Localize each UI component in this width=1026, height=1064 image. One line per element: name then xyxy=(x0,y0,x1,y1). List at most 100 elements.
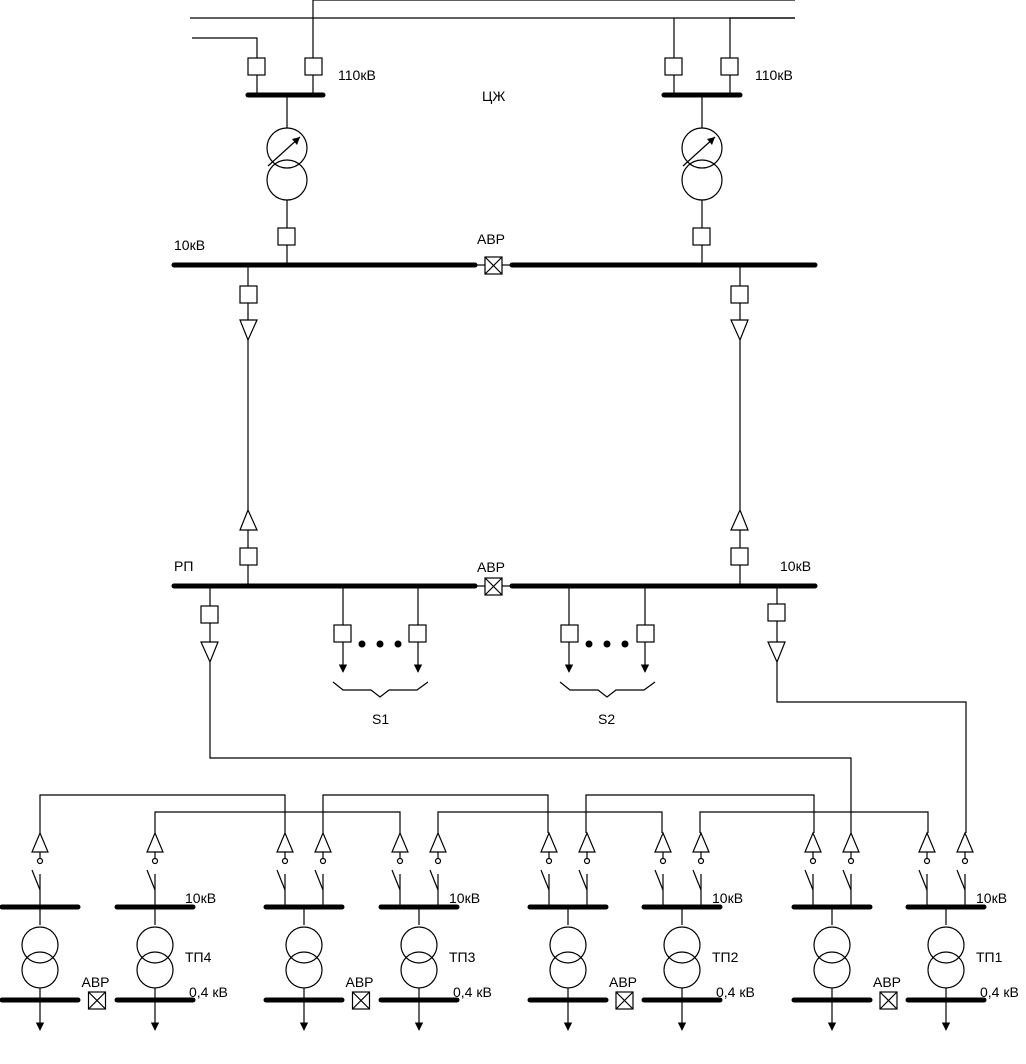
transformer-icon[interactable] xyxy=(136,926,174,964)
substation-section xyxy=(114,831,196,1031)
breaker[interactable] xyxy=(200,605,219,624)
avr-breaker[interactable] xyxy=(879,991,898,1010)
main-transformer-left[interactable] xyxy=(266,95,308,265)
disconnector-icon[interactable] xyxy=(842,869,852,891)
substation-section xyxy=(791,831,873,1031)
disconnector-icon[interactable] xyxy=(391,869,401,891)
earthing-icon xyxy=(396,857,404,865)
voltage-label-10kv: 10кВ xyxy=(712,890,743,906)
feeder-cable-right xyxy=(730,265,749,586)
disconnector-icon[interactable] xyxy=(146,869,156,891)
cable-end-icon xyxy=(918,831,936,853)
transformer-icon[interactable] xyxy=(285,926,323,964)
avr-label-rp: АВР xyxy=(477,559,505,575)
breaker[interactable] xyxy=(730,547,749,566)
main-bus-10kv: 10кВ АВР xyxy=(171,231,818,275)
voltage-label-04kv: 0,4 кВ xyxy=(189,984,228,1000)
breaker[interactable] xyxy=(767,603,786,622)
breaker[interactable] xyxy=(636,624,655,643)
breaker[interactable] xyxy=(239,547,258,566)
incoming-lines-110kv xyxy=(190,0,795,58)
cable-end-icon xyxy=(31,831,49,853)
avr-label: АВР xyxy=(82,974,110,990)
breaker[interactable] xyxy=(692,227,711,246)
voltage-label-10-rp: 10кВ xyxy=(780,558,811,574)
disconnector-icon[interactable] xyxy=(692,869,702,891)
substation-section xyxy=(527,831,609,1031)
substation: АВР 10кВ ТП1 0,4 кВ xyxy=(791,831,1019,1031)
cable-end-icon xyxy=(956,831,974,853)
voltage-label-04kv: 0,4 кВ xyxy=(980,984,1019,1000)
cable-end-icon xyxy=(391,831,409,853)
avr-breaker[interactable] xyxy=(351,991,371,1010)
avr-breaker-main[interactable] xyxy=(484,256,503,275)
load-group-s1: S1 xyxy=(332,586,429,727)
voltage-label-04kv: 0,4 кВ xyxy=(453,984,492,1000)
transformer-icon[interactable] xyxy=(400,926,438,964)
voltage-label-10kv: 10кВ xyxy=(976,890,1007,906)
cable-end-icon xyxy=(146,831,164,853)
cable-end-icon xyxy=(239,508,258,531)
transformer-icon[interactable] xyxy=(813,926,851,964)
cable-end-icon xyxy=(239,319,258,342)
load-group-label: S1 xyxy=(372,711,389,727)
cable-end-icon xyxy=(804,831,822,853)
rp-label: РП xyxy=(174,558,193,574)
voltage-label-04kv: 0,4 кВ xyxy=(716,984,755,1000)
avr-breaker[interactable] xyxy=(615,991,634,1010)
earthing-icon xyxy=(151,857,159,865)
breaker[interactable] xyxy=(277,227,296,246)
avr-breaker-rp[interactable] xyxy=(484,577,503,596)
disconnector-icon[interactable] xyxy=(804,869,814,891)
disconnector-icon[interactable] xyxy=(314,869,324,891)
transformer-icon[interactable] xyxy=(927,926,965,964)
rp-bus: РП 10кВ АВР xyxy=(171,558,818,596)
main-transformer-right[interactable] xyxy=(681,95,723,265)
breaker[interactable] xyxy=(333,624,352,643)
disconnector-icon[interactable] xyxy=(956,869,966,891)
cable-end-icon xyxy=(276,831,294,853)
cable-end-icon xyxy=(540,831,558,853)
breaker[interactable] xyxy=(408,624,427,643)
transformer-icon[interactable] xyxy=(663,926,701,964)
transformer-icon[interactable] xyxy=(21,926,59,964)
breaker[interactable] xyxy=(730,285,749,304)
cable-end-icon xyxy=(200,641,219,664)
substation-section xyxy=(263,831,345,1031)
breaker[interactable] xyxy=(560,624,579,643)
substation-name: ТП1 xyxy=(976,949,1003,965)
disconnector-icon[interactable] xyxy=(918,869,928,891)
breaker[interactable] xyxy=(664,57,683,76)
rp-outgoing-left xyxy=(200,586,852,833)
cable-end-icon xyxy=(730,508,749,531)
cable-end-icon xyxy=(730,319,749,342)
breaker[interactable] xyxy=(720,57,739,76)
brace-icon xyxy=(332,681,429,698)
disconnector-icon[interactable] xyxy=(578,869,588,891)
tp-interconnect-cables xyxy=(39,794,929,833)
substation-name: ТП2 xyxy=(712,949,739,965)
disconnector-icon[interactable] xyxy=(429,869,439,891)
transformer-icon[interactable] xyxy=(549,926,587,964)
avr-breaker[interactable] xyxy=(87,991,107,1010)
breaker[interactable] xyxy=(304,57,323,76)
feeder-cable-left xyxy=(239,265,258,586)
cable-end-icon xyxy=(842,831,860,853)
breaker[interactable] xyxy=(239,285,258,304)
voltage-label-110-left: 110кВ xyxy=(338,67,376,83)
earthing-icon xyxy=(281,857,289,865)
breaker[interactable] xyxy=(247,57,266,76)
voltage-label-110-right: 110кВ xyxy=(755,67,793,83)
disconnector-icon[interactable] xyxy=(540,869,550,891)
cable-end-icon xyxy=(429,831,447,853)
disconnector-icon[interactable] xyxy=(31,869,41,891)
disconnector-icon[interactable] xyxy=(276,869,286,891)
substation-name: ТП3 xyxy=(449,949,476,965)
earthing-icon xyxy=(923,857,931,865)
disconnector-icon[interactable] xyxy=(654,869,664,891)
avr-label: АВР xyxy=(873,974,901,990)
hv-bus-right: 110кВ xyxy=(661,57,793,98)
